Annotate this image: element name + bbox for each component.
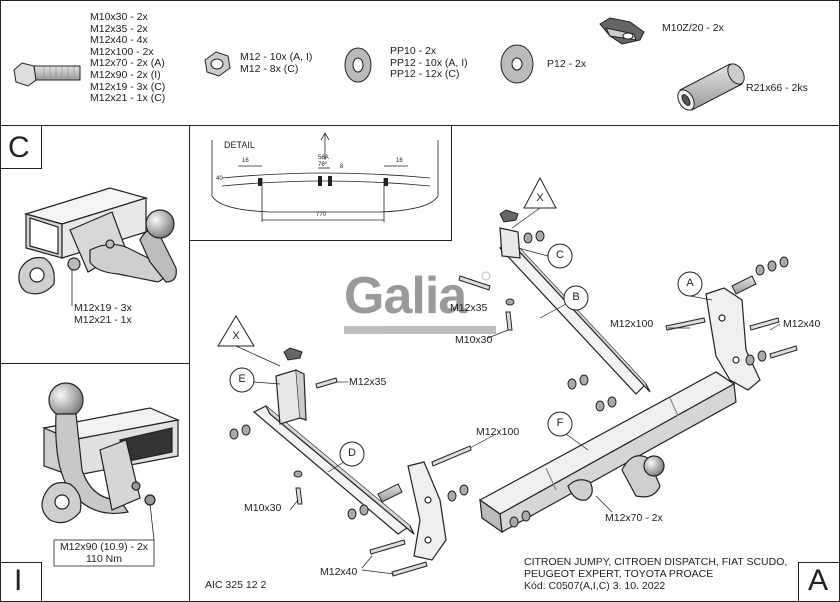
large-washer-icon	[500, 44, 534, 84]
label-m12x70: M12x70 - 2x	[605, 512, 663, 524]
bolt-spec: M12x100 - 2x	[90, 45, 154, 58]
bolts	[295, 275, 798, 577]
cage-nut-spec: M10Z/20 - 2x	[662, 22, 724, 34]
corner-letter: A	[808, 564, 829, 597]
vehicle-line: Kód: C0507(A,I,C) 3. 10. 2022	[524, 580, 666, 592]
tow-ball	[567, 455, 665, 501]
nut-spec: M12 - 10x (A, I)	[240, 51, 313, 63]
washer-list: PP10 - 2x PP12 - 10x (A, I) PP12 - 12x (…	[390, 45, 468, 81]
label-m10x30-top: M10x30	[455, 334, 493, 346]
panel-c-bolt-spec: M12x19 - 3x	[74, 302, 132, 314]
cage-nut-x-left	[283, 347, 303, 361]
panel-c-bolt-spec: M12x21 - 1x	[74, 313, 132, 326]
bolt-list: M10x30 - 2x M12x35 - 2x M12x40 - 4x M12x…	[90, 11, 166, 105]
panel-c-towbar-detail	[18, 187, 177, 295]
label-m12x100-right: M12x100	[610, 318, 654, 330]
callout-x-top: X	[536, 192, 544, 204]
label-m12x40-right: M12x40	[783, 318, 821, 330]
arm-d	[252, 405, 415, 535]
cage-nut-icon	[599, 17, 645, 45]
detail-dim-16-left: 16	[242, 158, 249, 164]
detail-dim-56a: 56A	[318, 155, 329, 161]
arm-b	[499, 239, 651, 395]
torque-box	[53, 539, 155, 567]
washer-icon	[344, 47, 372, 83]
label-m12x35-top: M12x35	[450, 302, 488, 314]
detail-dim-8: 8	[340, 164, 344, 170]
callout-b: B	[572, 291, 580, 303]
washer-spec: PP12 - 12x (C)	[390, 68, 460, 81]
callout-d: D	[348, 447, 356, 459]
bracket-c	[499, 227, 521, 259]
crossbar-f	[478, 371, 737, 534]
callout-c: C	[556, 249, 564, 261]
bolt-spec: M12x90 - 2x (I)	[90, 68, 161, 81]
panel-c-bolts: M12x19 - 3x M12x21 - 1x	[74, 302, 132, 326]
bolt-spec: M12x35 - 2x	[90, 22, 148, 35]
panel-i-letter: I	[14, 564, 23, 597]
torque-bolt-spec: M12x90 (10.9) - 2x	[59, 541, 149, 553]
large-washer-spec: P12 - 2x	[547, 58, 587, 70]
detail-brackets	[258, 176, 388, 186]
bolt-spec: M12x40 - 4x	[90, 34, 148, 47]
bracket-a	[705, 287, 761, 391]
label-m10x30-left: M10x30	[244, 502, 282, 514]
vehicle-application: CITROEN JUMPY, CITROEN DISPATCH, FIAT SC…	[524, 556, 787, 592]
vehicle-line: CITROEN JUMPY, CITROEN DISPATCH, FIAT SC…	[524, 556, 788, 568]
panel-i-towbar-detail	[41, 382, 181, 524]
nut-spec: M12 - 8x (C)	[240, 62, 299, 75]
bolt-spec: M10x30 - 2x	[90, 11, 148, 23]
panel-i-leader	[149, 503, 155, 541]
nut-icon	[204, 51, 231, 77]
detail-dim-40: 40	[216, 176, 223, 182]
vehicle-line: PEUGEOT EXPERT, TOYOTA PROACE	[524, 568, 714, 580]
bolt-spec: M12x21 - 1x (C)	[90, 92, 166, 105]
spacer-spec: R21x66 - 2ks	[746, 82, 808, 94]
nuts-and-washers	[229, 230, 789, 528]
bolt-spec: M12x19 - 3x (C)	[90, 80, 166, 93]
drawing-code: AIC 325 12 2	[205, 579, 267, 591]
bolt-spec: M12x70 - 2x (A)	[90, 57, 165, 70]
torque-value: 110 Nm	[86, 552, 122, 565]
detail-bumper-sketch	[211, 132, 439, 222]
washer-spec: PP12 - 10x (A, I)	[390, 56, 468, 69]
label-m12x40-bottom: M12x40	[320, 566, 358, 578]
callout-f: F	[556, 417, 564, 429]
detail-title: DETAIL	[224, 140, 255, 150]
bolt-icon	[13, 62, 81, 87]
panel-i-torque: M12x90 (10.9) - 2x 110 Nm	[57, 541, 151, 565]
label-m12x100-mid: M12x100	[476, 426, 520, 438]
cage-nut-x-top	[499, 209, 519, 223]
callout-circles	[229, 243, 703, 467]
callout-e: E	[238, 373, 246, 385]
detail-dim-16-right: 16	[396, 158, 403, 164]
galia-logo	[344, 271, 496, 334]
spacer-tube-icon	[677, 63, 745, 111]
detail-panel	[189, 125, 452, 241]
callout-x-left: X	[232, 330, 240, 342]
spacer-tubes	[377, 275, 757, 503]
label-m12x35-left: M12x35	[349, 376, 387, 388]
callout-leaders	[235, 207, 781, 575]
panel-c-letter-box	[0, 125, 42, 169]
bracket-e	[275, 369, 307, 425]
callout-a: A	[686, 277, 694, 289]
detail-dim-76: 76º	[318, 162, 327, 168]
detail-dim-770: 770	[316, 212, 327, 218]
nut-list: M12 - 10x (A, I) M12 - 8x (C)	[240, 51, 313, 75]
washer-spec: PP10 - 2x	[390, 45, 437, 57]
galia-logo-text: Galia	[344, 267, 467, 325]
left-side-bracket	[407, 461, 447, 561]
panel-c-letter: C	[8, 131, 30, 164]
